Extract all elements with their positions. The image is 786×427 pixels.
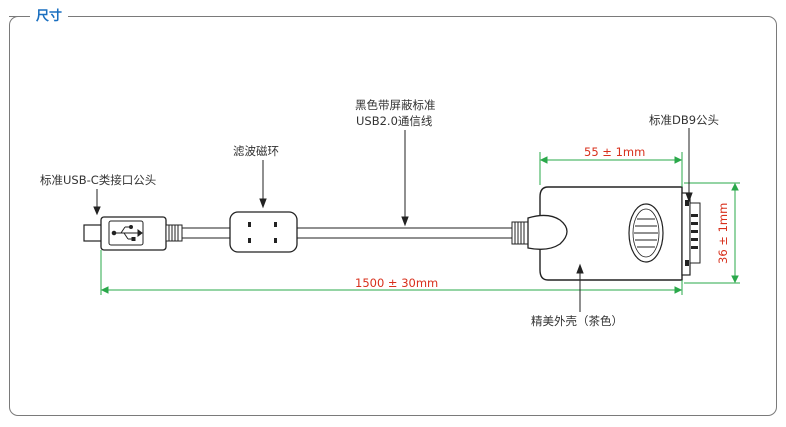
dimension-frame [9, 16, 777, 416]
cable-label-line1: 黑色带屏蔽标准 [355, 98, 436, 112]
ferrite-bead [229, 211, 298, 253]
shell-body [527, 186, 683, 281]
callout-arrows [93, 128, 693, 312]
usb-icon [111, 225, 143, 241]
ferrite-label: 滤波磁环 [233, 144, 279, 158]
db9-label: 标准DB9公头 [649, 113, 720, 127]
dim-height-text: 36 ± 1mm [716, 202, 730, 264]
dim-total-length [100, 250, 683, 295]
dim-length-text: 1500 ± 30mm [355, 276, 439, 290]
dim-height-shell [684, 182, 740, 284]
usb-cable [182, 227, 512, 239]
db9-connector [681, 192, 701, 276]
cable-label-line2: USB2.0通信线 [356, 114, 433, 128]
dim-width-text: 55 ± 1mm [584, 145, 646, 159]
section-title: 尺寸 [30, 5, 69, 24]
usb-c-plug [83, 216, 183, 251]
shell-label: 精美外壳（茶色） [531, 314, 623, 328]
dim-width-shell [539, 152, 683, 187]
db9-strain-relief [511, 221, 529, 245]
usb-c-label: 标准USB-C类接口公头 [40, 173, 157, 187]
